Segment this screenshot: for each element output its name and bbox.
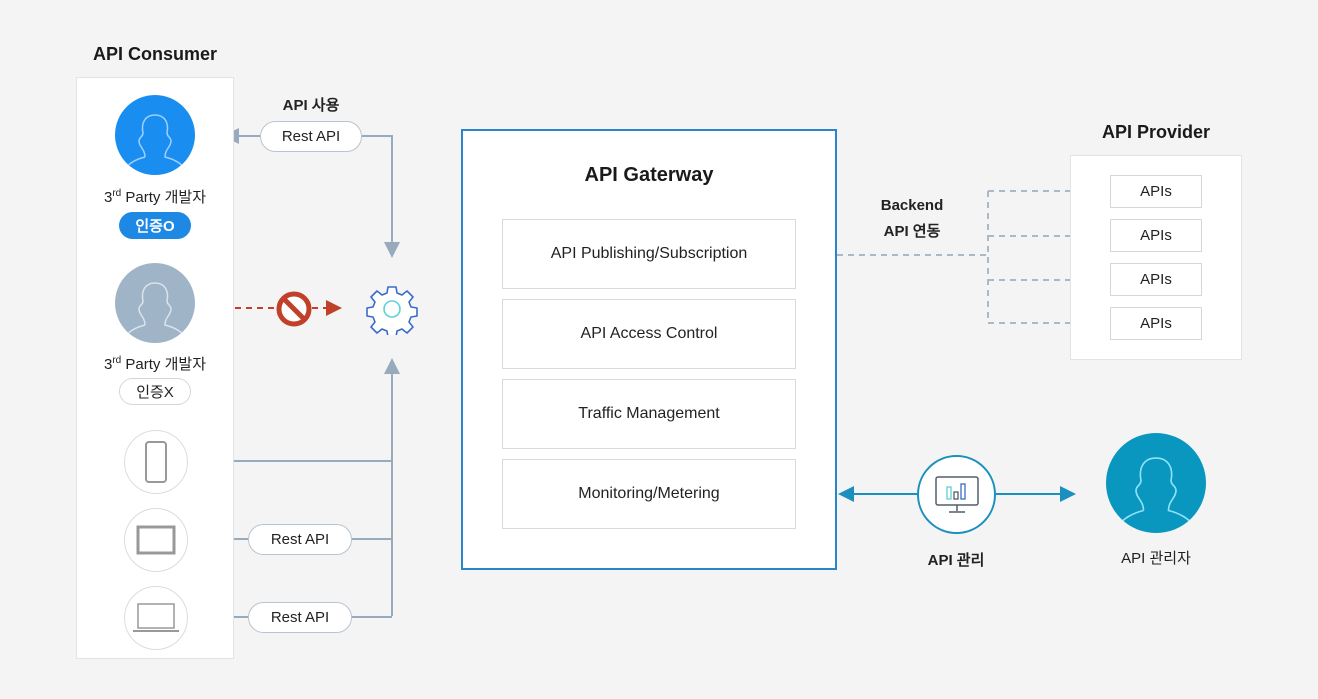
backend-label-line2: API 연동: [883, 223, 941, 240]
rest-api-pill-laptop: Rest API: [248, 602, 352, 633]
provider-api-1: APIs: [1110, 175, 1202, 208]
device-smartphone: [124, 430, 188, 494]
connector-backend: [837, 183, 1090, 331]
rest-api-pill-top: Rest API: [260, 121, 362, 152]
auth-badge-yes: 인증O: [119, 212, 191, 239]
smartphone-icon: [145, 441, 167, 483]
device-laptop: [124, 586, 188, 650]
management-label: API 관리: [927, 552, 985, 569]
api-usage-label: API 사용: [282, 97, 340, 114]
auth-badge-no: 인증X: [119, 378, 191, 405]
laptop-icon: [133, 603, 179, 632]
person-icon: [1117, 457, 1195, 526]
person-icon: [124, 282, 186, 338]
gateway-item-access-control: API Access Control: [502, 299, 796, 369]
developer-avatar-authenticated: [115, 95, 195, 175]
person-icon: [124, 114, 186, 170]
admin-label: API 관리자: [1121, 550, 1191, 567]
backend-label-line1: Backend: [880, 197, 944, 214]
provider-title: API Provider: [1101, 122, 1211, 142]
monitor-chart-icon: [934, 475, 979, 513]
device-tablet: [124, 508, 188, 572]
consumer-title: API Consumer: [93, 44, 218, 64]
tablet-icon: [136, 525, 176, 555]
developer-label-1: 3rd Party 개발자: [104, 188, 206, 206]
provider-api-4: APIs: [1110, 307, 1202, 340]
management-node: [917, 455, 996, 534]
gateway-item-traffic: Traffic Management: [502, 379, 796, 449]
admin-avatar: [1106, 433, 1206, 533]
gear-icon: [366, 286, 418, 335]
developer-label-2: 3rd Party 개발자: [104, 355, 206, 373]
provider-api-2: APIs: [1110, 219, 1202, 252]
gateway-item-publishing: API Publishing/Subscription: [502, 219, 796, 289]
blocked-icon: [276, 291, 312, 327]
gateway-title: API Gaterway: [584, 164, 714, 186]
developer-avatar-unauthenticated: [115, 263, 195, 343]
provider-api-3: APIs: [1110, 263, 1202, 296]
gateway-item-monitoring: Monitoring/Metering: [502, 459, 796, 529]
connector-top: [223, 128, 400, 258]
rest-api-pill-tablet: Rest API: [248, 524, 352, 555]
